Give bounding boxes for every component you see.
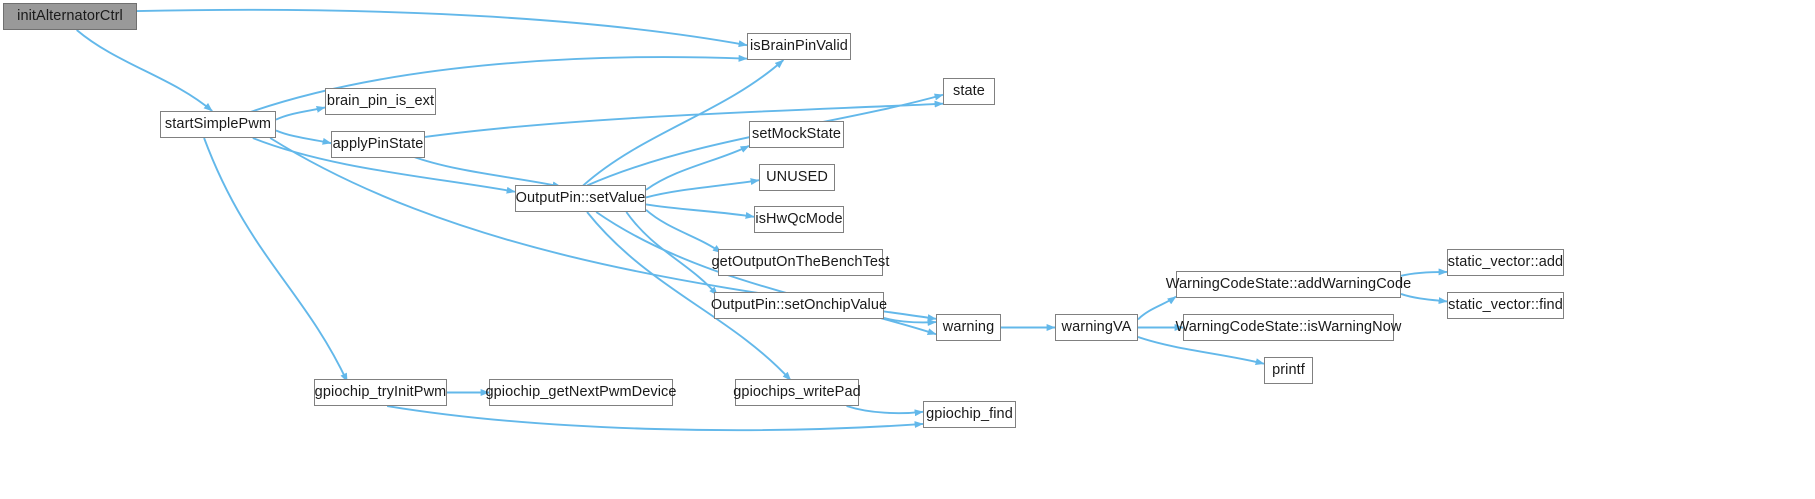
graph-edge	[1400, 293, 1448, 305]
graph-node-label: getOutputOnTheBenchTest	[711, 254, 890, 271]
graph-edge	[645, 209, 722, 254]
graph-node-unused[interactable]: UNUSED	[759, 164, 835, 191]
graph-node-label: OutputPin::setOnchipValue	[710, 297, 888, 314]
graph-edge	[645, 203, 755, 219]
graph-node-label: setMockState	[751, 126, 842, 143]
graph-node-brain-pin-is-ext[interactable]: brain_pin_is_ext	[325, 88, 436, 115]
graph-node-state[interactable]: state	[943, 78, 995, 105]
graph-node-gpiochip-tryinitpwm[interactable]: gpiochip_tryInitPwm	[314, 379, 447, 406]
graph-node-label: printf	[1272, 362, 1305, 379]
graph-node-label: static_vector::find	[1448, 297, 1563, 314]
graph-node-warning[interactable]: warning	[936, 314, 1001, 341]
graph-node-warningcodestate-addwarningcode[interactable]: WarningCodeState::addWarningCode	[1166, 271, 1411, 298]
graph-edge	[424, 100, 944, 138]
graph-node-label: brain_pin_is_ext	[326, 93, 435, 110]
graph-node-getoutputonthebenchtest[interactable]: getOutputOnTheBenchTest	[711, 249, 889, 276]
graph-edge	[136, 8, 748, 48]
graph-node-gpiochip-getnextpwmdevice[interactable]: gpiochip_getNextPwmDevice	[485, 379, 676, 406]
graph-node-initalternatorctrl[interactable]: initAlternatorCtrl	[3, 3, 137, 30]
graph-edge	[846, 405, 924, 417]
graph-node-printf[interactable]: printf	[1264, 357, 1313, 384]
graph-node-label: applyPinState	[332, 136, 424, 153]
graph-node-label: state	[953, 83, 985, 100]
graph-node-label: static_vector::add	[1447, 254, 1564, 271]
graph-node-warningcodestate-iswarningnow[interactable]: WarningCodeState::isWarningNow	[1176, 314, 1401, 341]
graph-node-label: gpiochips_writePad	[733, 384, 861, 401]
graph-edge	[275, 129, 332, 145]
graph-node-label: isHwQcMode	[755, 211, 843, 228]
graph-node-label: WarningCodeState::addWarningCode	[1165, 276, 1412, 293]
graph-node-applypinstate[interactable]: applyPinState	[331, 131, 425, 158]
graph-edge	[883, 317, 937, 327]
graph-node-label: UNUSED	[766, 169, 828, 186]
graph-node-label: warning	[942, 319, 995, 336]
graph-edge	[645, 178, 760, 199]
graph-edge	[410, 154, 562, 189]
graph-edge	[1137, 295, 1177, 321]
graph-node-gpiochips-writepad[interactable]: gpiochips_writePad	[733, 379, 861, 406]
graph-edge	[386, 405, 924, 432]
graph-node-label: gpiochip_find	[926, 406, 1013, 423]
graph-node-static-vector-find[interactable]: static_vector::find	[1447, 292, 1564, 319]
graph-node-setmockstate[interactable]: setMockState	[749, 121, 844, 148]
graph-node-label: OutputPin::setValue	[515, 190, 646, 207]
graph-node-label: gpiochip_getNextPwmDevice	[485, 384, 677, 401]
graph-node-isbrainpinvalid[interactable]: isBrainPinValid	[747, 33, 851, 60]
graph-edge	[625, 211, 719, 296]
graph-node-label: startSimplePwm	[164, 116, 272, 133]
graph-node-outputpin-setonchipvalue[interactable]: OutputPin::setOnchipValue	[711, 292, 887, 319]
graph-node-label: WarningCodeState::isWarningNow	[1175, 319, 1402, 336]
graph-node-label: isBrainPinValid	[750, 38, 848, 55]
graph-node-label: gpiochip_tryInitPwm	[314, 384, 447, 401]
graph-node-gpiochip-find[interactable]: gpiochip_find	[923, 401, 1016, 428]
graph-node-outputpin-setvalue[interactable]: OutputPin::setValue	[515, 185, 646, 212]
graph-edge	[76, 29, 213, 112]
graph-node-label: initAlternatorCtrl	[17, 8, 123, 25]
graph-node-ishwqcmode[interactable]: isHwQcMode	[754, 206, 844, 233]
graph-edge	[203, 137, 349, 383]
graph-node-warningva[interactable]: warningVA	[1055, 314, 1138, 341]
graph-node-label: warningVA	[1061, 319, 1132, 336]
graph-node-static-vector-add[interactable]: static_vector::add	[1447, 249, 1564, 276]
graph-node-startsimplepwm[interactable]: startSimplePwm	[160, 111, 276, 138]
graph-edge	[275, 105, 326, 121]
graph-edge	[645, 144, 750, 191]
